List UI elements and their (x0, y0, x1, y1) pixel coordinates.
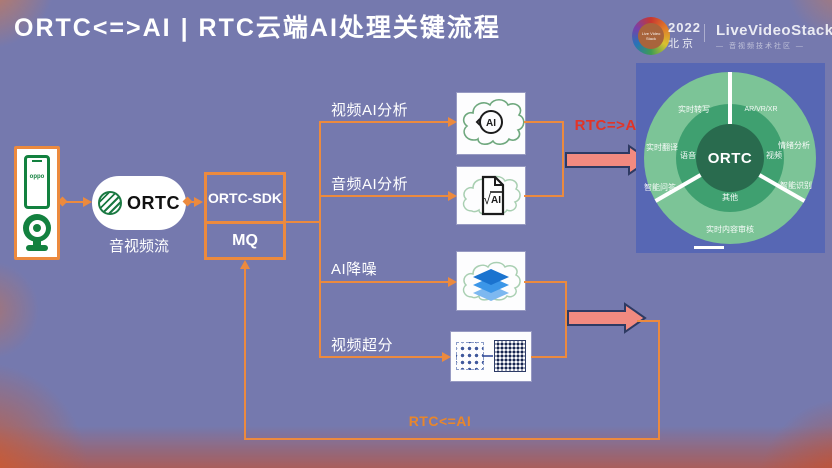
merge-line (524, 281, 567, 283)
feedback-tail-line (637, 320, 659, 322)
grid-link-line (484, 355, 493, 357)
livevideostack-subtitle: — 音视频技术社区 — (716, 43, 805, 50)
branch-line-3 (319, 281, 450, 283)
merge-line (531, 356, 567, 358)
branch-arrow-icon (448, 277, 457, 287)
wheel-outer-label: 实时内容审核 (706, 225, 754, 234)
branch-arrow-icon (448, 117, 457, 127)
phone-icon: oppo (24, 155, 50, 209)
merge-line (524, 121, 564, 123)
wheel-underline (694, 246, 724, 249)
connector-arrow-icon (194, 197, 203, 207)
wheel-outer-label: 智能问答 (644, 183, 676, 192)
wheel-middle-label: 语音 (680, 151, 696, 160)
connector-line (187, 201, 195, 203)
wheel-outer-label: 智能识别 (780, 181, 812, 190)
branch-line-1 (319, 121, 450, 123)
denoise-layers-icon (457, 252, 525, 310)
header-divider (704, 24, 705, 42)
wheel-chart (644, 72, 816, 244)
conference-year: 2022 (668, 20, 701, 35)
conference-logo-text: Live Video Stack (638, 23, 664, 49)
branch-label-video-ai: 视频AI分析 (331, 102, 409, 119)
phone-notch (32, 160, 42, 162)
branch-label-denoise: AI降噪 (331, 261, 378, 278)
branch-line-2 (319, 195, 450, 197)
video-ai-cloud-icon: AI (457, 93, 525, 154)
head-ai-text: AI (486, 118, 496, 129)
ortc-sdk-box: ORTC-SDK (204, 172, 286, 224)
phone-brand-label: oppo (29, 174, 45, 180)
connector-arrow-icon (83, 197, 92, 207)
wheel-middle-label: 其他 (722, 193, 738, 202)
audio-ai-doc-icon: √ AI (457, 167, 525, 224)
ortc-globe-icon (98, 191, 122, 215)
branch-arrow-icon (448, 191, 457, 201)
conference-city: 北京 (668, 38, 696, 50)
forward-label: RTC=>AI (574, 117, 642, 134)
ortc-logo-pill: ORTC (92, 176, 186, 230)
branch-label-superres: 视频超分 (331, 337, 394, 354)
ortc-logo-label: ORTC (127, 192, 180, 213)
connector-line (62, 201, 84, 203)
webcam-base (26, 245, 48, 251)
capture-device-box: oppo (14, 146, 60, 260)
wheel-outer-label: 情绪分析 (778, 141, 810, 150)
merge-line (524, 195, 564, 197)
branch-label-audio-ai: 音频AI分析 (331, 176, 409, 193)
webcam-icon (23, 214, 51, 242)
wheel-outer-label: 实时翻译 (646, 143, 678, 152)
feedback-label: RTC<=AI (408, 413, 472, 429)
wheel-outer-label: AR/VR/XR (744, 106, 778, 113)
doc-ai-text: AI (491, 195, 501, 206)
wheel-outer-label: 实时转写 (678, 105, 710, 114)
page-title: ORTC<=>AI | RTC云端AI处理关键流程 (14, 14, 501, 42)
wheel-middle-label: 视频 (766, 151, 782, 160)
big-arrow-output-icon (567, 302, 647, 334)
branch-trunk-line (319, 121, 321, 358)
mq-label: MQ (232, 231, 258, 249)
feedback-arrow-icon (240, 260, 250, 269)
branch-arrow-icon (442, 352, 451, 362)
mq-box: MQ (204, 221, 286, 260)
feed-line (286, 221, 320, 223)
highres-grid-icon (494, 340, 526, 372)
ortc-sdk-label: ORTC-SDK (208, 190, 282, 206)
wheel-center-label: ORTC (707, 150, 753, 167)
stream-label: 音视频流 (108, 238, 169, 255)
conference-year-block: 2022 北京 (668, 20, 701, 51)
ai-capability-wheel-panel: 实时转写 AR/VR/XR 实时翻译 情绪分析 智能问答 智能识别 实时内容审核… (636, 63, 825, 253)
conference-logo-icon: Live Video Stack (632, 17, 670, 55)
merge-vline (565, 281, 567, 358)
superres-grid-icon (451, 332, 531, 381)
merge-vline (562, 121, 564, 197)
lowres-grid-icon (456, 342, 484, 370)
feedback-left-line (244, 268, 246, 440)
doc-root-glyph: √ (483, 191, 491, 207)
webcam-neck (33, 241, 41, 245)
feedback-right-line (658, 320, 660, 440)
feedback-bottom-line (244, 438, 660, 440)
branch-line-4 (319, 356, 443, 358)
livevideostack-logo: LiveVideoStack (716, 22, 832, 39)
